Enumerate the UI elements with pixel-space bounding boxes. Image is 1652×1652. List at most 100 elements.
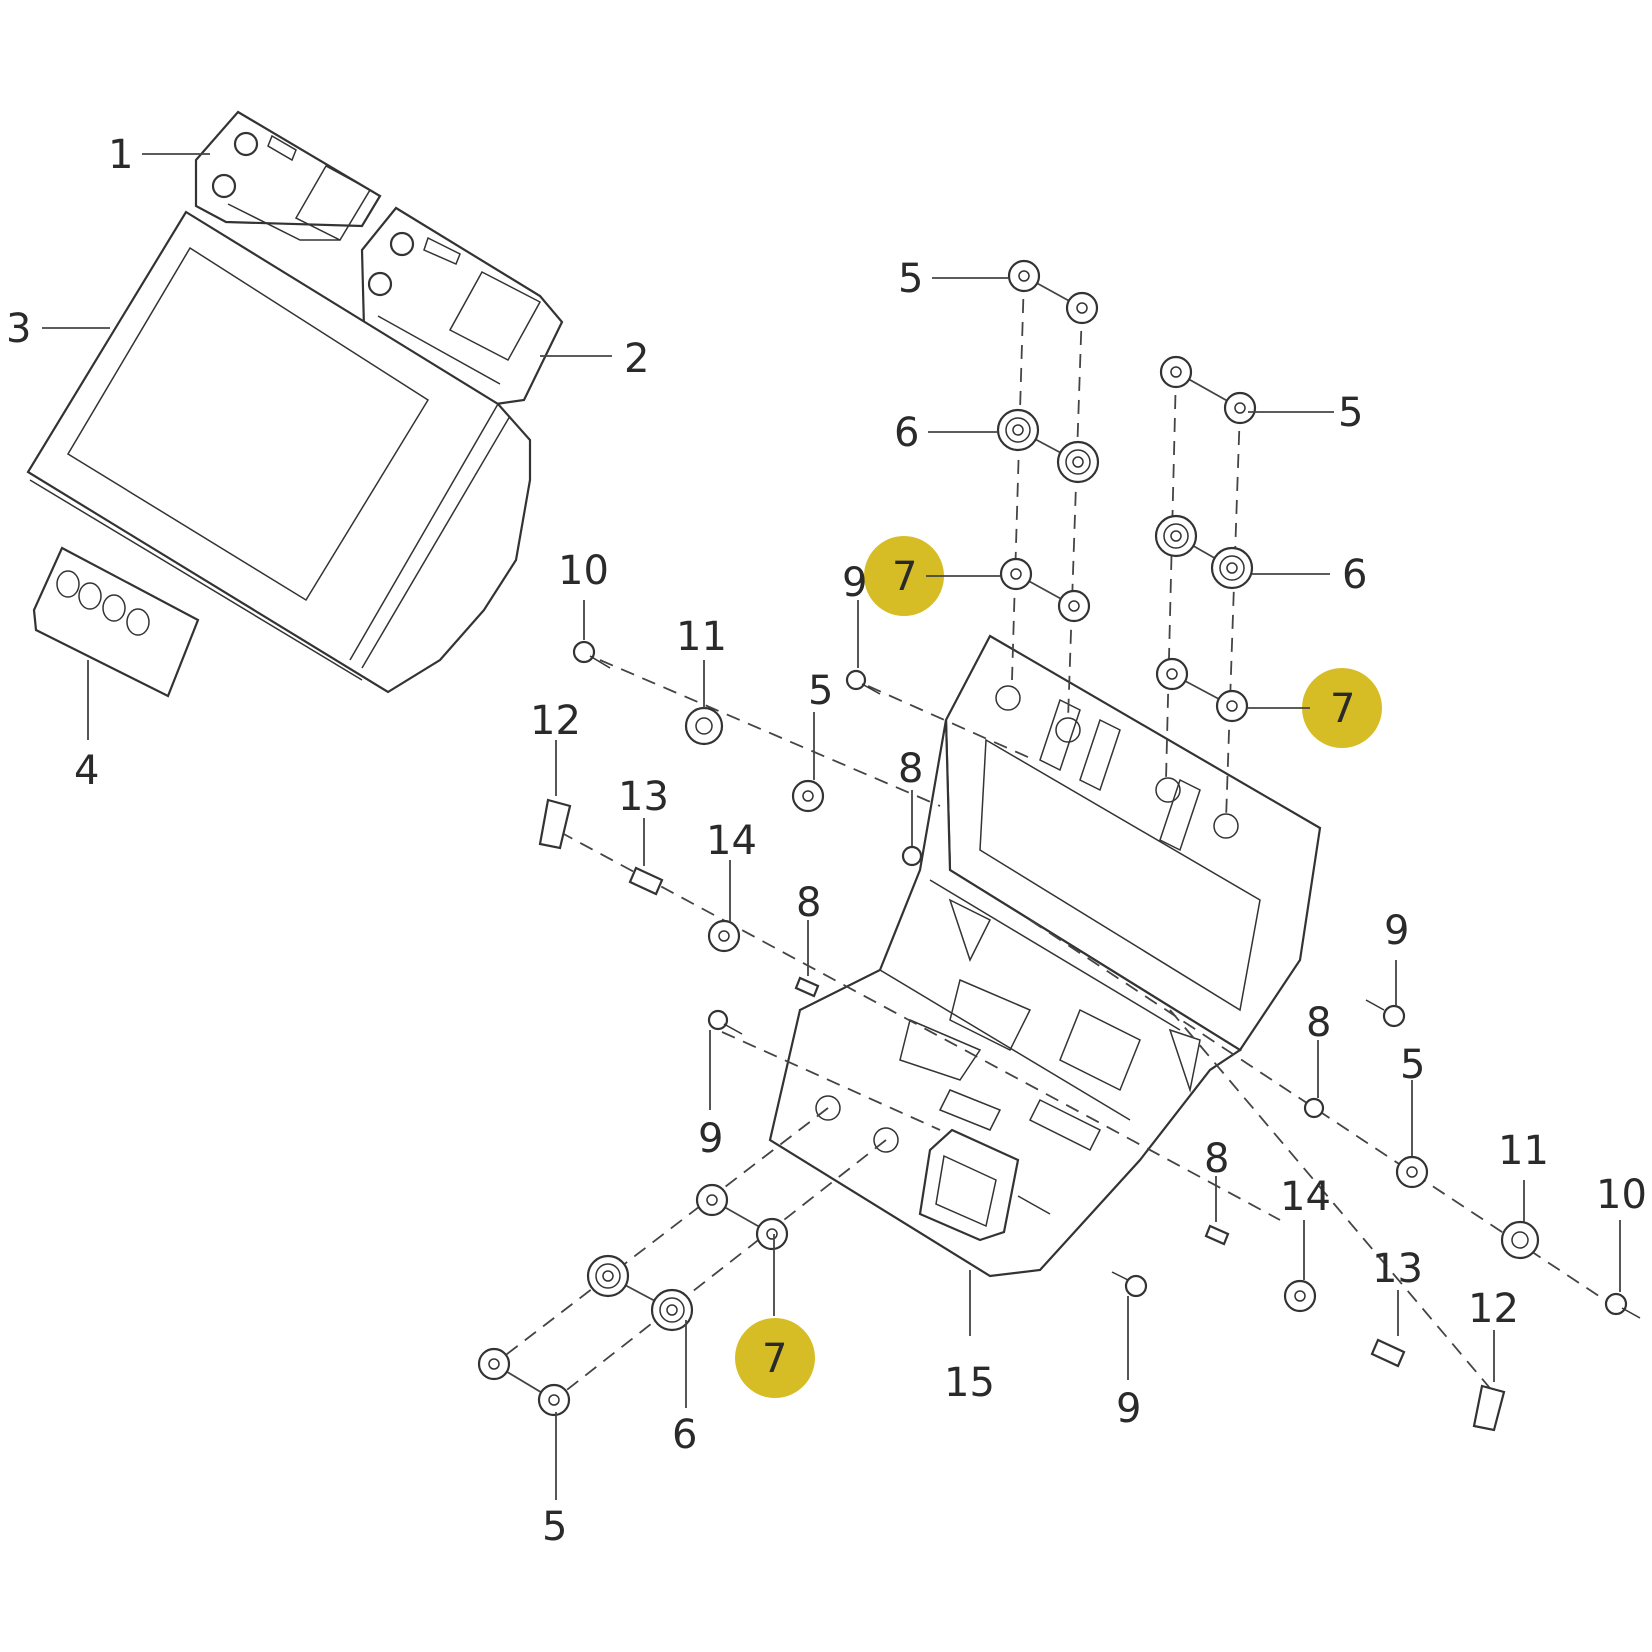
callout-4: 4	[74, 748, 99, 794]
callout-5: 5	[808, 668, 833, 714]
callout-2: 2	[624, 336, 649, 382]
washer-14	[707, 919, 741, 953]
grommet-6	[1210, 546, 1254, 590]
washer-5	[791, 779, 825, 813]
grommet-11	[684, 706, 724, 746]
highlight-7-bottom	[735, 1318, 815, 1398]
nut-8	[901, 845, 923, 867]
callout-7-highlighted: 7	[762, 1336, 787, 1382]
washer-5	[1065, 291, 1099, 325]
callout-9: 9	[698, 1116, 723, 1162]
bracket-1	[194, 110, 382, 228]
callout-9: 9	[1116, 1386, 1141, 1432]
washer-14	[1283, 1279, 1317, 1313]
callout-1: 1	[108, 132, 133, 178]
bolt-9	[1111, 1271, 1148, 1298]
callout-8: 8	[1306, 1000, 1331, 1046]
callout-13: 13	[618, 774, 669, 820]
display-side	[29, 403, 511, 681]
washer-5	[1159, 355, 1193, 389]
display-screen	[66, 246, 430, 602]
hardware	[477, 259, 1641, 1432]
bracket-1-bolt-a	[233, 131, 259, 157]
instrument-cluster	[26, 110, 564, 698]
bolt-9	[707, 1009, 743, 1035]
grommet-6	[586, 1254, 630, 1298]
washer-5	[477, 1347, 511, 1381]
washer-5	[1223, 391, 1257, 425]
grommet-11	[1500, 1220, 1540, 1260]
washer-7	[755, 1217, 789, 1251]
bracket-web	[879, 738, 1261, 1121]
clip-13	[1370, 1338, 1406, 1368]
callout-6: 6	[672, 1412, 697, 1458]
callout-5: 5	[1338, 390, 1363, 436]
callout-7-highlighted: 7	[1330, 686, 1355, 732]
clip-13	[628, 866, 664, 896]
grommet-6	[1056, 440, 1100, 484]
washer-5	[537, 1383, 571, 1417]
nut-8	[794, 976, 820, 998]
callout-8: 8	[796, 880, 821, 926]
nut-8	[1204, 1224, 1230, 1246]
washer-7	[1155, 657, 1189, 691]
bracket-hole-a	[995, 685, 1021, 711]
button-a	[56, 570, 80, 598]
bracket-hole-d	[1213, 813, 1239, 839]
callout-12: 12	[530, 698, 581, 744]
callout-11: 11	[1498, 1128, 1549, 1174]
bracket-main-body	[768, 719, 1243, 1278]
bracket-hole-e	[815, 1095, 841, 1121]
callout-13: 13	[1372, 1246, 1423, 1292]
highlight-7-right	[1302, 668, 1382, 748]
connector-detail	[935, 1154, 1051, 1228]
callout-8: 8	[898, 746, 923, 792]
callout-7-highlighted: 7	[892, 554, 917, 600]
callout-5: 5	[898, 256, 923, 302]
assembly-lines	[493, 275, 1621, 1401]
grommet-6	[1154, 514, 1198, 558]
callout-6: 6	[894, 410, 919, 456]
button-b	[78, 582, 102, 610]
callout-9: 9	[842, 560, 867, 606]
washer-5	[1007, 259, 1041, 293]
leader-lines	[42, 153, 1621, 1500]
bolt-10	[1604, 1292, 1641, 1319]
callout-6: 6	[1342, 552, 1367, 598]
callout-11: 11	[676, 614, 727, 660]
callout-15: 15	[944, 1360, 995, 1406]
callout-14: 14	[1280, 1174, 1331, 1220]
callout-labels: 1 2 3 4 5 5 5 5 5 6 6 6 7 7 7 8 8 8 8 9 …	[6, 132, 1647, 1550]
bolt-9	[845, 669, 881, 695]
screw-12	[538, 798, 572, 850]
callout-3: 3	[6, 306, 31, 352]
callout-5: 5	[1400, 1042, 1425, 1088]
bracket-slots	[1039, 698, 1201, 852]
callout-14: 14	[706, 818, 757, 864]
highlight-7-top-left	[864, 536, 944, 616]
button-cover	[32, 546, 200, 698]
button-c	[102, 594, 126, 622]
bracket-2-bolt-b	[367, 271, 393, 297]
callout-8: 8	[1204, 1136, 1229, 1182]
washer-5	[1395, 1155, 1429, 1189]
bracket-1-detail	[227, 134, 372, 241]
bracket-1-bolt-b	[211, 173, 237, 199]
callout-12: 12	[1468, 1286, 1519, 1332]
washer-7	[695, 1183, 729, 1217]
button-d	[126, 608, 150, 636]
callout-9: 9	[1384, 908, 1409, 954]
callout-10: 10	[1596, 1172, 1647, 1218]
bracket-cutouts	[899, 898, 1201, 1152]
washer-7	[999, 557, 1033, 591]
washer-7	[1215, 689, 1249, 723]
callout-10: 10	[558, 548, 609, 594]
bolt-9	[1365, 999, 1406, 1028]
bolt-10	[572, 640, 611, 669]
bracket-hole-f	[873, 1127, 899, 1153]
bracket-hole-c	[1155, 777, 1181, 803]
display-housing	[26, 210, 532, 694]
bracket-2-bolt-a	[389, 231, 415, 257]
washer-7	[1057, 589, 1091, 623]
